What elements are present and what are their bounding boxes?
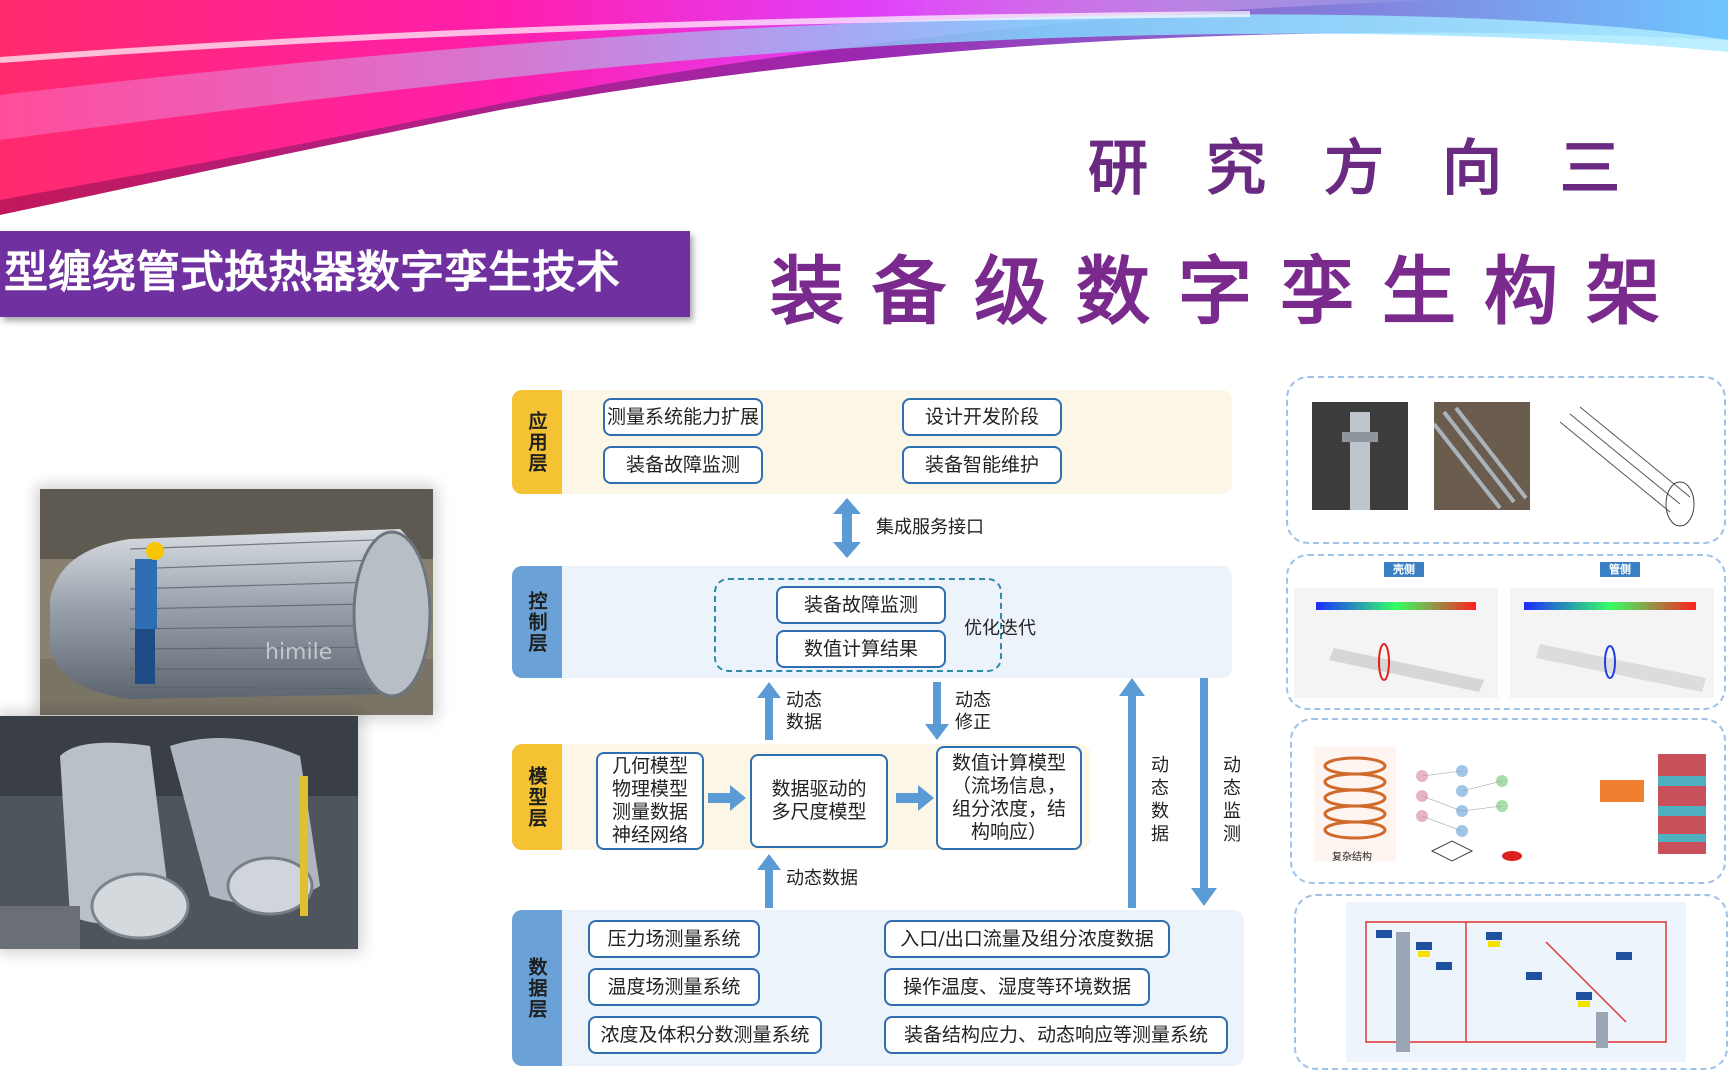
panel-cfd-results: 壳侧 管侧 — [1286, 554, 1726, 710]
data-box-pressure: 压力场测量系统 — [588, 920, 760, 958]
control-box-fault-monitoring: 装备故障监测 — [776, 586, 946, 624]
model-layer-tag: 模型层 — [512, 744, 562, 850]
side-label-dynamic-monitoring: 动态监测 — [1223, 755, 1241, 845]
dynamic-data-label-bottom: 动态数据 — [786, 868, 858, 889]
data-box-flow: 入口/出口流量及组分浓度数据 — [884, 920, 1170, 958]
app-box-measurement-expansion: 测量系统能力扩展 — [603, 398, 763, 436]
data-box-concentration: 浓度及体积分数测量系统 — [588, 1016, 822, 1054]
dynamic-correction-label: 动态修正 — [955, 690, 991, 733]
arrow-up-dynamic-data-bottom — [757, 854, 781, 908]
application-layer-tag: 应用层 — [512, 390, 562, 494]
model-box-multiscale: 数据驱动的 多尺度模型 — [750, 754, 888, 848]
photo-watermark: himile — [265, 640, 332, 665]
data-layer: 数据层 压力场测量系统 温度场测量系统 浓度及体积分数测量系统 入口/出口流量及… — [512, 910, 1244, 1066]
model-box-inputs: 几何模型 物理模型 测量数据 神经网络 — [596, 752, 704, 850]
service-interface-label: 集成服务接口 — [876, 517, 984, 538]
cfd-label-tube: 管侧 — [1600, 562, 1640, 577]
panel-equipment-photos — [1286, 376, 1726, 544]
panel-process-flow — [1294, 894, 1728, 1070]
data-layer-tag: 数据层 — [512, 910, 562, 1066]
header-swoosh — [0, 0, 1728, 215]
topic-banner: 型缠绕管式换热器数字孪生技术 — [0, 231, 690, 317]
slide-title-main: 装备级数字孪生构架 — [770, 249, 1688, 335]
data-box-structural: 装备结构应力、动态响应等测量系统 — [884, 1016, 1228, 1054]
app-box-design-development: 设计开发阶段 — [902, 398, 1062, 436]
thumb-layered-cylinder — [1644, 746, 1724, 864]
control-layer-tag: 控制层 — [512, 566, 562, 678]
neural-network-diagram — [1416, 765, 1522, 862]
arrow-down-dynamic-monitoring-long — [1191, 678, 1217, 906]
optimization-loop — [714, 578, 1002, 672]
cfd-label-shell: 壳侧 — [1384, 562, 1424, 577]
arrow-right-model-2 — [896, 785, 934, 811]
thumb-coil-structure — [1314, 746, 1396, 862]
arrow-right-model-1 — [708, 785, 746, 811]
arrow-up-dynamic-data-long — [1119, 678, 1145, 908]
thumb-cfd-shell — [1294, 588, 1498, 698]
control-layer: 控制层 装备故障监测 数值计算结果 优化迭代 — [512, 566, 1232, 678]
thumb-equipment-3d-model — [1550, 392, 1720, 530]
arrow-up-dynamic-data — [757, 682, 781, 740]
thumb-nn-output — [1600, 780, 1650, 802]
control-box-numerical-results: 数值计算结果 — [776, 630, 946, 668]
thumb-cfd-tube — [1510, 588, 1714, 698]
dynamic-data-label-up: 动态数据 — [786, 690, 822, 733]
heat-exchanger-photo-workshop — [0, 716, 358, 949]
complex-structure-label: 复杂结构 — [1332, 852, 1372, 863]
data-box-environment: 操作温度、湿度等环境数据 — [884, 968, 1150, 1006]
arrow-down-dynamic-correction — [925, 682, 949, 740]
heat-exchanger-photo-worker: himile — [40, 489, 433, 715]
model-box-numerical: 数值计算模型 （流场信息， 组分浓度，结 构响应） — [936, 746, 1082, 850]
thumb-process-flowsheet — [1346, 902, 1686, 1062]
model-layer: 模型层 几何模型 物理模型 测量数据 神经网络 数据驱动的 多尺度模型 数值计算… — [512, 744, 1090, 850]
optimization-iteration-label: 优化迭代 — [964, 618, 1036, 639]
data-box-temperature: 温度场测量系统 — [588, 968, 760, 1006]
slide-title-direction: 研究方向三 — [1088, 134, 1678, 204]
application-layer: 应用层 测量系统能力扩展 装备故障监测 设计开发阶段 装备智能维护 — [512, 390, 1232, 494]
panel-neural-network-model: 复杂结构 — [1290, 718, 1726, 884]
thumb-equipment-2 — [1434, 402, 1530, 510]
app-box-intelligent-maintenance: 装备智能维护 — [902, 446, 1062, 484]
service-interface-arrow — [833, 498, 861, 558]
app-box-fault-monitoring: 装备故障监测 — [603, 446, 763, 484]
side-label-dynamic-data: 动态数据 — [1151, 755, 1169, 845]
thumb-equipment-1 — [1312, 402, 1408, 510]
